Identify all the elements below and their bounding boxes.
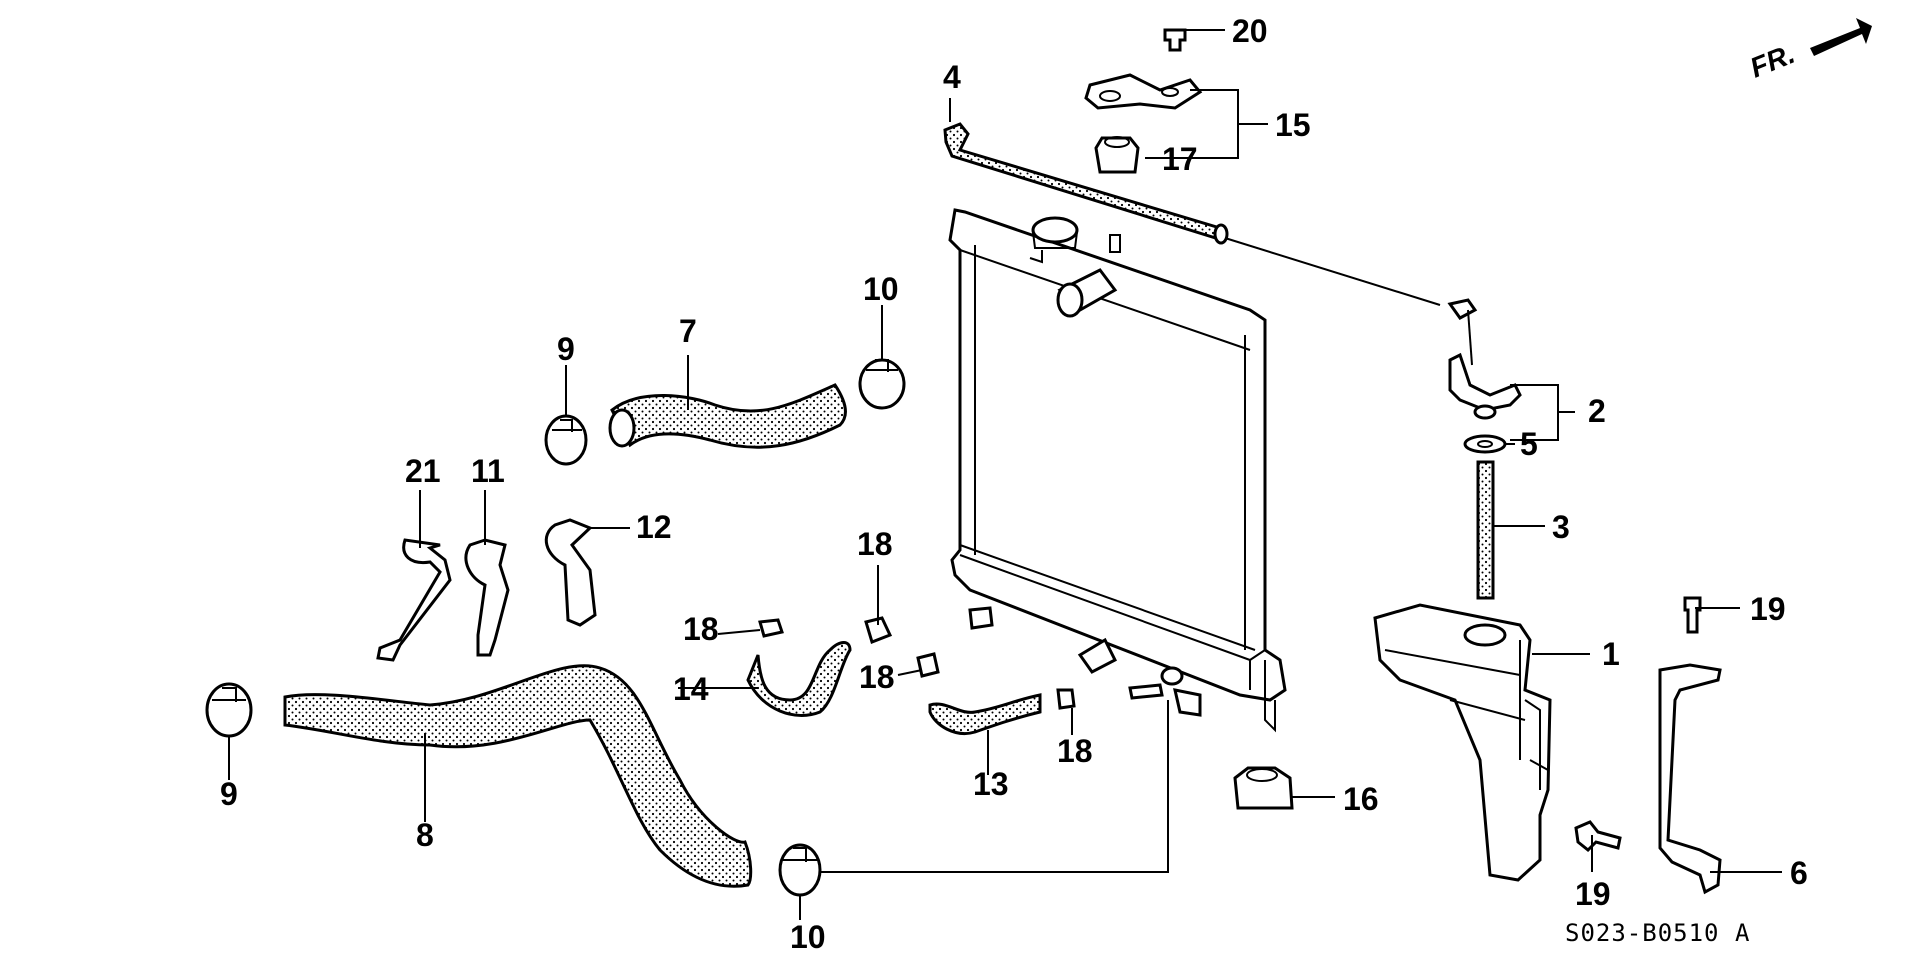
callout-19-lower: 19: [1575, 876, 1611, 912]
callout-15: 15: [1275, 107, 1311, 143]
mount-cushion: [1233, 766, 1294, 810]
direction-label: FR.: [1746, 38, 1799, 84]
lower-hose: [283, 664, 753, 888]
callout-10-upper: 10: [863, 271, 899, 307]
tank-bracket: [1658, 663, 1722, 895]
callout-13: 13: [973, 766, 1009, 802]
radiator: [948, 208, 1287, 733]
callout-18-a: 18: [683, 611, 719, 647]
mount-bracket-assembly: [1084, 28, 1203, 174]
callout-2: 2: [1588, 393, 1606, 429]
callout-numbers: 1 2 3 4 5 6 7 8 9 9 10 10 11 12 13 14 15…: [220, 13, 1808, 955]
washer: [1463, 434, 1507, 454]
callout-21: 21: [405, 453, 441, 489]
callout-10-lower: 10: [790, 919, 826, 955]
callout-12: 12: [636, 509, 672, 545]
bolt-upper: [1683, 596, 1702, 634]
callout-19-upper: 19: [1750, 591, 1786, 627]
callout-4: 4: [943, 59, 961, 95]
tank-tube: [1476, 460, 1495, 600]
callout-5: 5: [1520, 426, 1538, 462]
leader-lines: [228, 29, 1782, 920]
callout-16: 16: [1343, 781, 1379, 817]
callout-14: 14: [673, 671, 709, 707]
upper-hose: [610, 383, 847, 449]
callout-18-d: 18: [1057, 733, 1093, 769]
callout-3: 3: [1552, 509, 1570, 545]
callout-6: 6: [1790, 855, 1808, 891]
callout-18-c: 18: [859, 659, 895, 695]
front-direction-indicator: FR.: [1746, 18, 1872, 84]
callout-17: 17: [1162, 141, 1198, 177]
hose-holders: [376, 518, 597, 662]
radiator-cap-icon: [1031, 216, 1079, 244]
callout-7: 7: [679, 313, 697, 349]
callout-8: 8: [416, 817, 434, 853]
reserve-tank: [1373, 603, 1552, 882]
heater-hose: [928, 693, 1042, 735]
callout-9-lower: 9: [220, 776, 238, 812]
callout-1: 1: [1602, 636, 1620, 672]
small-clips: [758, 616, 1076, 710]
callout-11: 11: [471, 453, 505, 489]
diagram-code: S023-B0510 A: [1565, 919, 1750, 947]
reserve-tank-cap: [1447, 298, 1522, 420]
callout-9-upper: 9: [557, 331, 575, 367]
callout-20: 20: [1232, 13, 1268, 49]
bolt-lower: [1574, 820, 1622, 853]
callout-18-b: 18: [857, 526, 893, 562]
front-arrow-icon: [1810, 18, 1872, 56]
bypass-hose: [746, 641, 852, 717]
